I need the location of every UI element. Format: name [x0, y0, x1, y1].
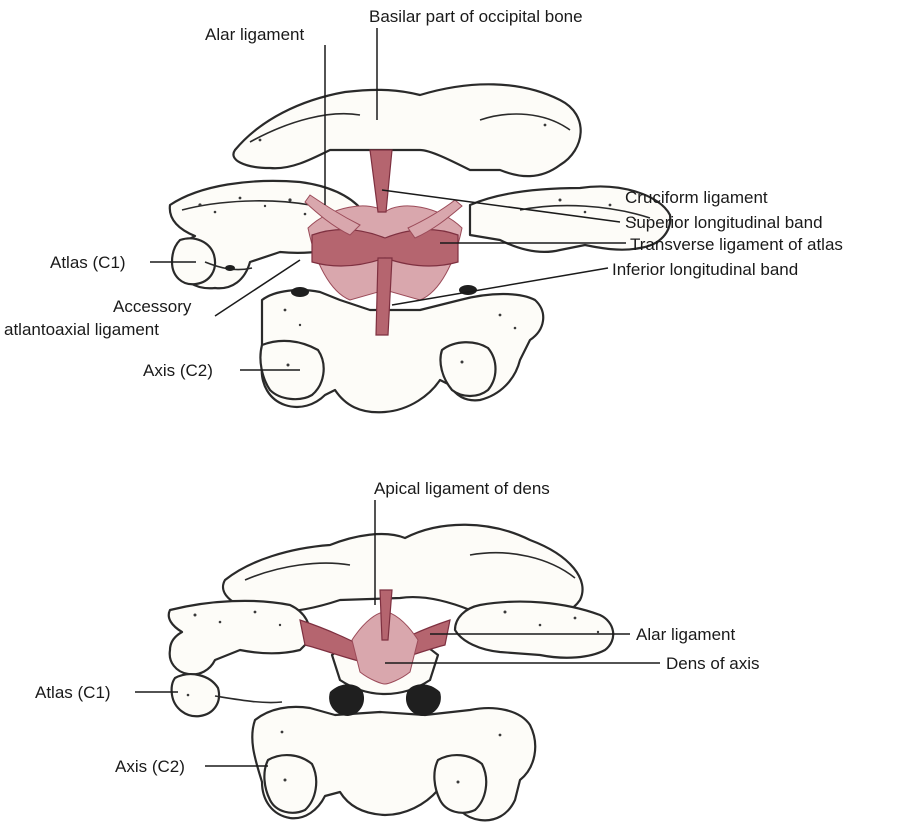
bottom-diagram — [169, 525, 613, 821]
label-inferior-band: Inferior longitudinal band — [612, 260, 798, 279]
label-superior-band: Superior longitudinal band — [625, 213, 823, 232]
label-alar-top: Alar ligament — [205, 25, 304, 44]
label-accessory-2: atlantoaxial ligament — [4, 320, 159, 339]
label-axis-top: Axis (C2) — [143, 361, 213, 380]
label-transverse: Transverse ligament of atlas — [630, 235, 843, 254]
label-atlas-bottom: Atlas (C1) — [35, 683, 111, 702]
label-axis-bottom: Axis (C2) — [115, 757, 185, 776]
label-dens: Dens of axis — [666, 654, 760, 673]
top-occipital-bone — [233, 84, 580, 176]
label-cruciform: Cruciform ligament — [625, 188, 768, 207]
label-accessory-1: Accessory — [113, 297, 192, 316]
top-diagram — [170, 84, 670, 412]
label-apical: Apical ligament of dens — [374, 479, 550, 498]
label-basilar: Basilar part of occipital bone — [369, 7, 583, 26]
label-atlas-top: Atlas (C1) — [50, 253, 126, 272]
top-axis — [260, 290, 543, 412]
label-alar-bottom: Alar ligament — [636, 625, 735, 644]
